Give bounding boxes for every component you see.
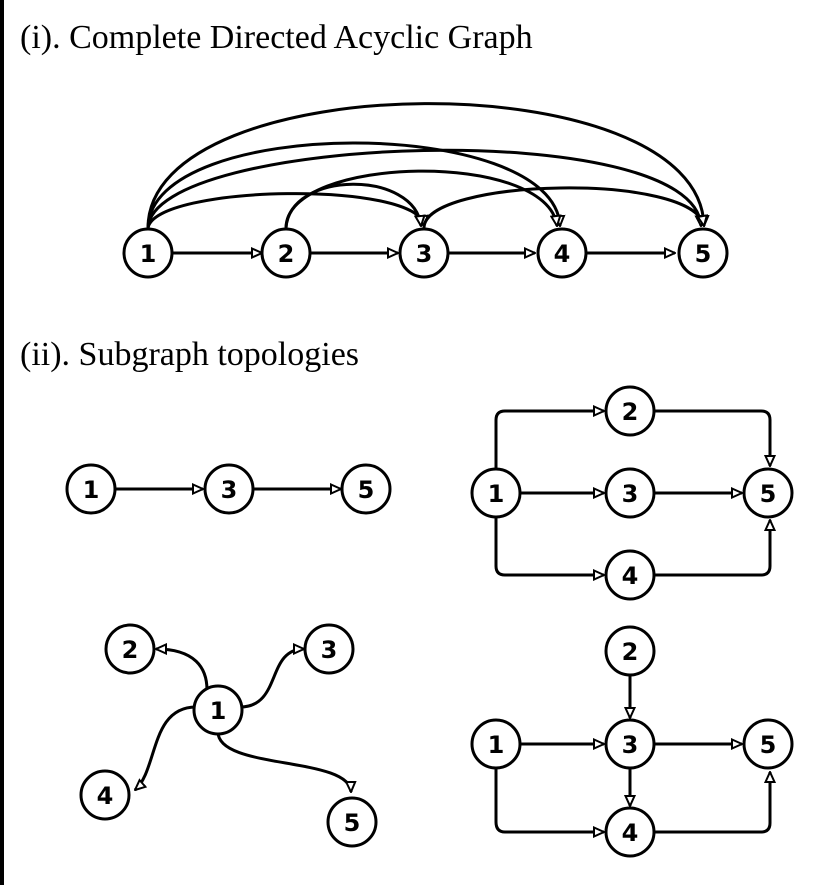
node-parallel-4: 4 <box>604 549 656 601</box>
subgraph-chain: 1 3 5 <box>65 463 392 515</box>
node-parallel-1: 1 <box>470 467 522 519</box>
svg-text:3: 3 <box>622 731 639 759</box>
edge-parallel-1-4 <box>494 518 604 575</box>
svg-text:2: 2 <box>278 240 295 268</box>
subgraph-mixed: 1 2 3 4 5 <box>470 625 794 858</box>
node-chain-5: 5 <box>340 463 392 515</box>
edge-mixed-4-5 <box>655 772 770 834</box>
svg-text:4: 4 <box>554 240 571 268</box>
left-border <box>0 0 4 885</box>
svg-text:2: 2 <box>622 398 639 426</box>
edge-1-5-outer <box>146 102 704 229</box>
node-mixed-5: 5 <box>742 718 794 770</box>
complete-dag: 1 2 3 4 5 <box>122 102 729 279</box>
svg-text:4: 4 <box>622 819 639 847</box>
svg-text:1: 1 <box>488 731 505 759</box>
node-mixed-2: 2 <box>604 625 656 677</box>
node-chain-3: 3 <box>203 463 255 515</box>
svg-text:1: 1 <box>488 480 505 508</box>
section-title-complete: (i). Complete Directed Acyclic Graph <box>20 19 533 56</box>
svg-text:3: 3 <box>622 480 639 508</box>
svg-text:3: 3 <box>321 636 338 664</box>
node-parallel-5: 5 <box>742 467 794 519</box>
edge-parallel-1-2 <box>494 411 604 468</box>
svg-text:3: 3 <box>416 240 433 268</box>
svg-text:2: 2 <box>122 636 139 664</box>
svg-text:5: 5 <box>760 480 777 508</box>
svg-text:5: 5 <box>358 476 375 504</box>
edge-parallel-4-5 <box>655 520 770 577</box>
node-chain-1: 1 <box>65 463 117 515</box>
node-complete-5: 5 <box>677 227 729 279</box>
section-title-subgraphs: (ii). Subgraph topologies <box>20 336 359 373</box>
node-star-5: 5 <box>326 796 378 848</box>
node-complete-3: 3 <box>398 227 450 279</box>
edge-parallel-2-5 <box>655 409 770 466</box>
edge-1-5-mid <box>146 148 701 229</box>
node-complete-4: 4 <box>536 227 588 279</box>
svg-text:4: 4 <box>97 782 114 810</box>
node-complete-1: 1 <box>122 227 174 279</box>
edge-2-3-arc <box>284 182 421 229</box>
svg-text:5: 5 <box>760 731 777 759</box>
svg-text:1: 1 <box>83 476 100 504</box>
svg-text:5: 5 <box>695 240 712 268</box>
svg-text:4: 4 <box>622 562 639 590</box>
node-mixed-4: 4 <box>604 806 656 858</box>
node-mixed-3: 3 <box>604 718 656 770</box>
edge-star-1-5 <box>216 731 351 792</box>
subgraph-star: 1 2 3 4 5 <box>79 623 378 848</box>
svg-text:1: 1 <box>140 240 157 268</box>
svg-text:5: 5 <box>344 809 361 837</box>
edge-star-1-3 <box>239 649 304 709</box>
node-star-4: 4 <box>79 769 131 821</box>
node-star-2: 2 <box>104 623 156 675</box>
node-parallel-3: 3 <box>604 467 656 519</box>
node-star-3: 3 <box>303 623 355 675</box>
node-mixed-1: 1 <box>470 718 522 770</box>
edge-1-3-arc <box>146 192 424 229</box>
svg-text:2: 2 <box>622 638 639 666</box>
node-complete-2: 2 <box>260 227 312 279</box>
subgraph-parallel: 1 2 3 4 5 <box>470 385 794 601</box>
node-star-1: 1 <box>192 684 244 736</box>
edge-mixed-1-4 <box>494 769 604 832</box>
svg-text:3: 3 <box>221 476 238 504</box>
edge-3-5-arc <box>422 186 704 229</box>
node-parallel-2: 2 <box>604 385 656 437</box>
svg-text:1: 1 <box>210 697 227 725</box>
edge-star-1-2 <box>156 649 209 691</box>
edge-star-1-4 <box>135 705 197 790</box>
edge-1-4-arc <box>146 141 560 229</box>
